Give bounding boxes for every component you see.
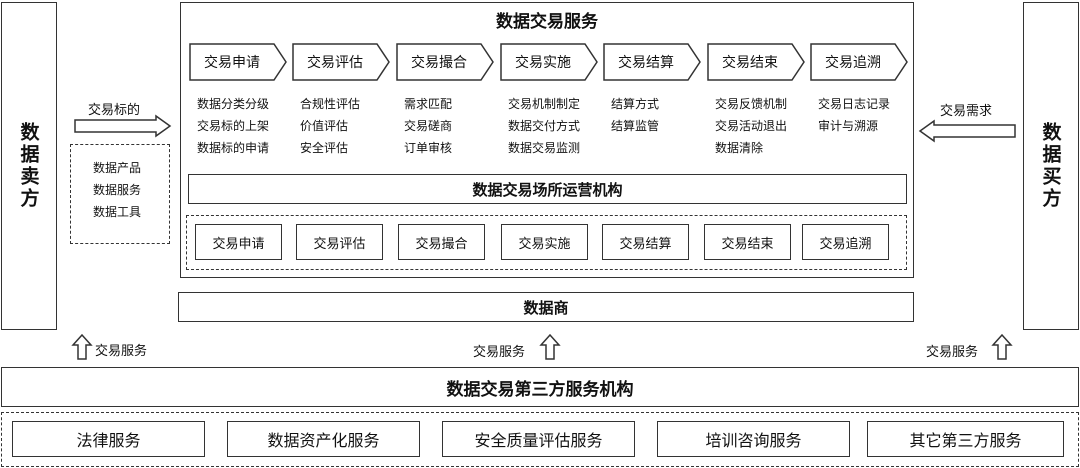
step-item: 交易日志记录 — [818, 97, 891, 111]
step-item: 交易磋商 — [404, 119, 453, 133]
right-arrow-icon — [74, 114, 172, 138]
step-item: 结算监管 — [611, 119, 660, 133]
step-item: 价值评估 — [300, 119, 349, 133]
seller-item: 数据工具 — [93, 205, 142, 219]
step-arrow-shape — [500, 43, 598, 81]
up-arrow-icon — [539, 333, 561, 360]
third-party-service-button[interactable]: 安全质量评估服务 — [442, 421, 635, 457]
step-items-list: 数据分类分级交易标的上架数据标的申请 — [197, 93, 269, 159]
step-label[interactable]: 交易评估 — [307, 55, 363, 71]
dealer-bar: 数据商 — [178, 292, 914, 322]
step-label[interactable]: 交易结算 — [618, 55, 674, 71]
step-arrow-shape — [810, 43, 908, 81]
trading-service-title: 数据交易服务 — [496, 11, 598, 32]
step-item: 审计与溯源 — [818, 119, 879, 133]
step-item: 订单审核 — [404, 141, 453, 155]
step-items-list: 合规性评估价值评估安全评估 — [300, 93, 360, 159]
left-arrow-icon — [918, 119, 1016, 143]
step-item: 交易反馈机制 — [715, 97, 788, 111]
step-items-list: 交易机制制定数据交付方式数据交易监测 — [508, 93, 580, 159]
seller-item: 数据服务 — [93, 183, 142, 197]
step-items-list: 交易日志记录审计与溯源 — [818, 93, 890, 137]
step-item: 结算方式 — [611, 97, 660, 111]
step-item: 数据分类分级 — [197, 97, 270, 111]
step-arrow-shape — [292, 43, 390, 81]
dealer-title: 数据商 — [523, 298, 569, 317]
operator-button[interactable]: 交易撮合 — [398, 224, 485, 260]
operator-button[interactable]: 交易结算 — [602, 224, 689, 260]
seller-title: 数据卖方 — [17, 122, 40, 210]
step-arrow-shape — [396, 43, 494, 81]
third-party-service-button[interactable]: 其它第三方服务 — [867, 421, 1064, 457]
buyer-panel: 数据买方 — [1023, 2, 1079, 330]
third-party-bar: 数据交易第三方服务机构 — [1, 367, 1079, 407]
buyer-title: 数据买方 — [1039, 122, 1062, 210]
up-arrow-icon — [71, 333, 93, 360]
up-arrow-label-right: 交易服务 — [926, 345, 979, 360]
seller-item: 数据产品 — [93, 161, 142, 175]
step-label[interactable]: 交易申请 — [204, 55, 260, 71]
operator-title: 数据交易场所运营机构 — [472, 180, 623, 199]
step-item: 数据清除 — [715, 141, 764, 155]
step-item: 数据交易监测 — [508, 141, 581, 155]
seller-items-list: 数据产品数据服务数据工具 — [93, 157, 169, 223]
third-party-title: 数据交易第三方服务机构 — [446, 379, 634, 400]
step-arrow-shape — [707, 43, 805, 81]
operator-button[interactable]: 交易评估 — [296, 224, 383, 260]
left-arrow-label: 交易标的 — [88, 103, 141, 118]
operator-bar: 数据交易场所运营机构 — [188, 174, 907, 204]
seller-items-box: 数据产品数据服务数据工具 — [70, 144, 170, 244]
step-item: 合规性评估 — [300, 97, 361, 111]
step-items-list: 交易反馈机制交易活动退出数据清除 — [715, 93, 787, 159]
third-party-service-button[interactable]: 培训咨询服务 — [657, 421, 850, 457]
step-item: 数据标的申请 — [197, 141, 270, 155]
operator-button[interactable]: 交易实施 — [501, 224, 588, 260]
right-arrow-label: 交易需求 — [940, 104, 993, 119]
third-party-services-box — [1, 412, 1079, 467]
operator-button[interactable]: 交易结束 — [704, 224, 791, 260]
seller-panel: 数据卖方 — [1, 2, 57, 330]
third-party-service-button[interactable]: 数据资产化服务 — [227, 421, 420, 457]
up-arrow-label-center: 交易服务 — [473, 345, 526, 360]
operator-buttons-box — [186, 215, 907, 270]
step-items-list: 结算方式结算监管 — [611, 93, 659, 137]
up-arrow-icon — [991, 333, 1013, 360]
step-label[interactable]: 交易结束 — [722, 55, 778, 71]
step-items-list: 需求匹配交易磋商订单审核 — [404, 93, 452, 159]
step-arrow-shape — [189, 43, 287, 81]
third-party-service-button[interactable]: 法律服务 — [12, 421, 205, 457]
step-arrow-shape — [603, 43, 701, 81]
step-item: 交易活动退出 — [715, 119, 788, 133]
step-label[interactable]: 交易实施 — [515, 55, 571, 71]
step-item: 需求匹配 — [404, 97, 453, 111]
step-item: 数据交付方式 — [508, 119, 581, 133]
step-item: 交易标的上架 — [197, 119, 270, 133]
up-arrow-label-left: 交易服务 — [95, 344, 148, 359]
step-item: 安全评估 — [300, 141, 349, 155]
step-label[interactable]: 交易追溯 — [825, 55, 881, 71]
step-label[interactable]: 交易撮合 — [411, 55, 467, 71]
step-item: 交易机制制定 — [508, 97, 581, 111]
operator-button[interactable]: 交易申请 — [195, 224, 282, 260]
operator-button[interactable]: 交易追溯 — [802, 224, 889, 260]
